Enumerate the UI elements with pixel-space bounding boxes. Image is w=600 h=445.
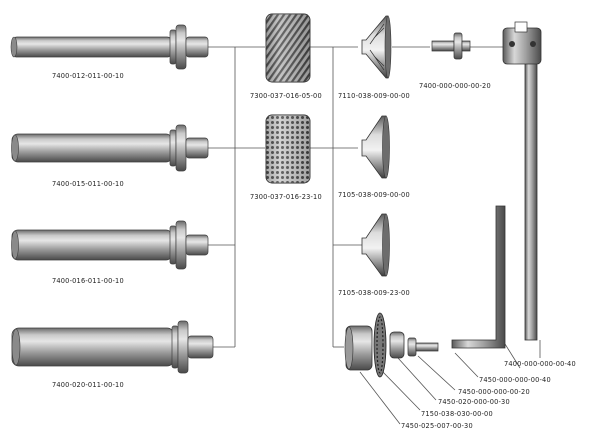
long-wrench[interactable]	[502, 21, 542, 341]
label-shank-1: 7400-012-011-00-10	[52, 72, 124, 80]
cone-1[interactable]	[361, 15, 392, 79]
part-labels: 7400-012-011-00-10 7400-015-011-00-10 74…	[52, 72, 576, 430]
label-wrench-long: 7400-000-000-00-40	[504, 360, 576, 368]
knurl-roller-2[interactable]	[265, 114, 311, 184]
washer-part[interactable]	[389, 331, 405, 359]
label-shank-4: 7400-020-011-00-10	[52, 381, 124, 389]
bolt-part[interactable]	[431, 32, 471, 60]
label-roller-2: 7300-037-016-23-10	[250, 193, 322, 201]
hex-key[interactable]	[451, 205, 506, 349]
label-shank-2: 7400-015-011-00-10	[52, 180, 124, 188]
shank-2[interactable]	[11, 124, 209, 172]
label-cone-3: 7105-038-009-23-00	[338, 289, 410, 297]
blade-part[interactable]	[373, 312, 387, 378]
screw-part[interactable]	[407, 337, 439, 357]
hub-part[interactable]	[344, 325, 373, 371]
connector-lines	[208, 46, 541, 425]
label-hub: 7450-025-007-00-30	[401, 422, 473, 430]
label-cone-2: 7105-038-009-00-00	[338, 191, 410, 199]
label-washer: 7450-020-000-00-30	[438, 398, 510, 406]
shank-4[interactable]	[11, 320, 214, 374]
label-cone-1: 7110-038-009-00-00	[338, 92, 410, 100]
label-screw: 7450-000-000-00-20	[458, 388, 530, 396]
shank-1[interactable]	[10, 24, 209, 70]
shank-3[interactable]	[11, 220, 209, 270]
label-bolt: 7400-000-000-00-20	[419, 82, 491, 90]
label-blade: 7150-038-030-00-00	[421, 410, 493, 418]
label-shank-3: 7400-016-011-00-10	[52, 277, 124, 285]
label-hex-key: 7450-000-000-00-40	[479, 376, 551, 384]
cone-3[interactable]	[361, 213, 390, 277]
label-roller-1: 7300-037-016-05-00	[250, 92, 322, 100]
knurl-roller-1[interactable]	[265, 13, 311, 83]
cone-2[interactable]	[361, 115, 390, 179]
